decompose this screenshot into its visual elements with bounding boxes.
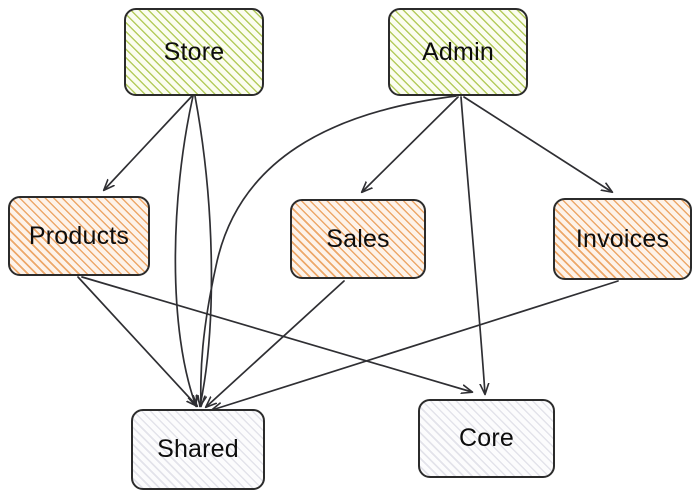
node-store-label: Store [163, 37, 225, 66]
edge-admin-to-sales [362, 96, 459, 192]
edge-admin-to-core [460, 96, 485, 394]
node-invoices-label: Invoices [575, 224, 670, 253]
edge-store-to-shared [174, 95, 196, 406]
node-admin-label: Admin [422, 37, 494, 66]
node-invoices[interactable]: Invoices [553, 198, 692, 280]
edge-products-to-core [81, 276, 472, 392]
node-core[interactable]: Core [418, 399, 555, 478]
edge-admin-to-shared [201, 95, 457, 406]
node-shared[interactable]: Shared [131, 409, 265, 490]
edge-store-to-shared [194, 95, 213, 406]
node-sales[interactable]: Sales [290, 199, 426, 279]
edge-products-to-shared [77, 276, 197, 406]
node-products[interactable]: Products [8, 196, 150, 276]
node-core-label: Core [459, 424, 514, 452]
node-store[interactable]: Store [124, 8, 264, 96]
edge-invoices-to-shared [212, 280, 619, 410]
node-shared-label: Shared [157, 435, 239, 463]
edge-sales-to-shared [206, 280, 345, 407]
edge-store-to-products [104, 95, 193, 190]
edge-admin-to-invoices [463, 96, 612, 192]
node-sales-label: Sales [326, 224, 390, 253]
node-products-label: Products [28, 221, 130, 250]
node-admin[interactable]: Admin [388, 8, 528, 96]
